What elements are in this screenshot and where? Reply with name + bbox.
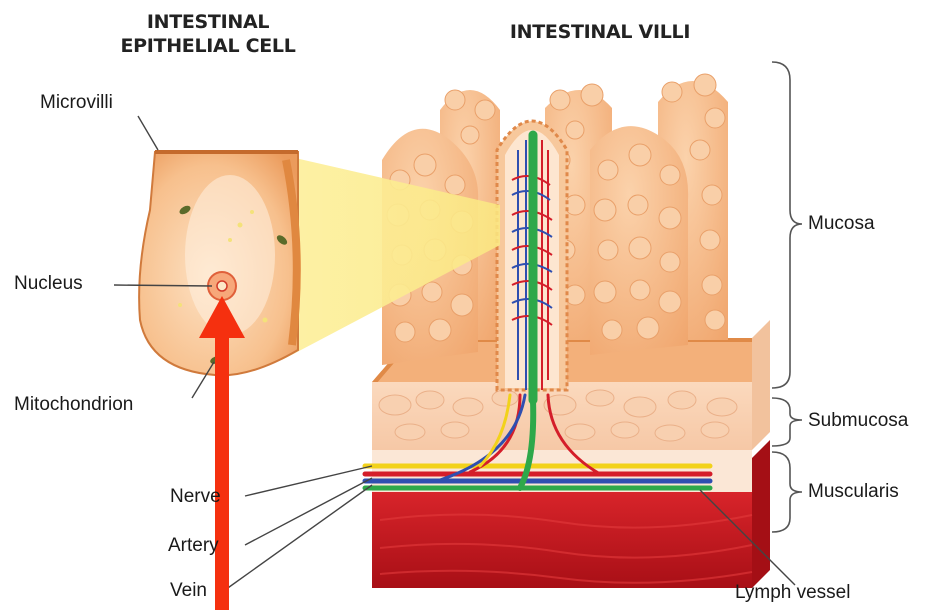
label-artery: Artery (168, 535, 219, 557)
tissue-block (372, 320, 770, 588)
layer-brackets (772, 62, 802, 532)
microvilli-leader (138, 116, 158, 150)
heading-epithelial-cell: INTESTINAL EPITHELIAL CELL (108, 10, 308, 58)
submucosa-layer-side (752, 320, 770, 450)
label-mucosa: Mucosa (808, 213, 875, 235)
muscularis-layer-side (752, 440, 770, 588)
muscularis-layer (372, 492, 752, 588)
nucleolus (217, 281, 227, 291)
pointer-arrow-shaft (215, 330, 229, 610)
muscularis-bracket (772, 452, 802, 532)
label-muscularis: Muscularis (808, 481, 899, 503)
label-lymph-vessel: Lymph vessel (735, 582, 850, 604)
mucosa-bracket (772, 62, 802, 388)
label-submucosa: Submucosa (808, 410, 908, 432)
nerve-leader (245, 466, 372, 496)
submucosa-bracket (772, 398, 802, 446)
vein-leader (225, 485, 372, 590)
label-nerve: Nerve (170, 486, 221, 508)
label-microvilli: Microvilli (40, 92, 113, 114)
heading-intestinal-villi: INTESTINAL VILLI (470, 20, 730, 44)
artery-leader (245, 478, 372, 545)
label-mitochondrion: Mitochondrion (14, 394, 133, 416)
nucleus-leader (114, 285, 212, 286)
label-nucleus: Nucleus (14, 273, 83, 295)
label-vein: Vein (170, 580, 207, 602)
